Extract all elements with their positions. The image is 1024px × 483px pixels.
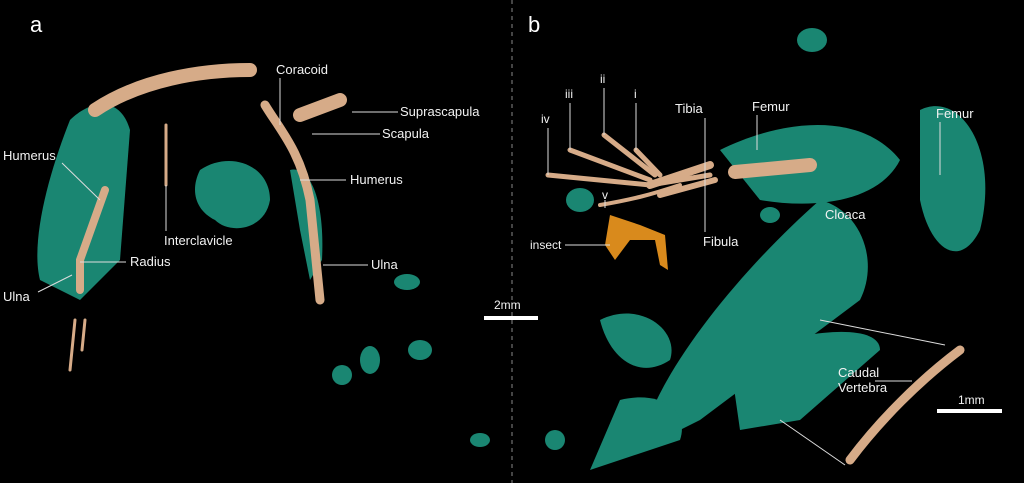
- leader-lines: [37, 78, 946, 466]
- label-digit-i: i: [634, 87, 637, 101]
- label-coracoid: Coracoid: [276, 62, 329, 77]
- scale-bar-label-1mm: 1mm: [958, 393, 985, 407]
- label-tibia: Tibia: [675, 101, 703, 116]
- label-digit-v: v: [602, 188, 608, 202]
- label-ulna-right: Ulna: [371, 257, 398, 272]
- label-digit-iii: iii: [565, 87, 573, 101]
- label-femur-left: Femur: [752, 99, 790, 114]
- scale-bar-2mm: [484, 316, 538, 320]
- label-digit-ii: ii: [600, 72, 606, 86]
- bones-a: [68, 63, 347, 372]
- label-humerus-left: Humerus: [3, 148, 56, 163]
- scale-bar-1mm: [937, 409, 1002, 413]
- panel-label-a: a: [30, 12, 43, 37]
- label-fibula: Fibula: [703, 234, 739, 249]
- label-caudal-vertebra: Caudal Vertebra: [838, 365, 888, 395]
- label-humerus-right: Humerus: [350, 172, 403, 187]
- label-scapula: Scapula: [382, 126, 429, 141]
- panel-label-b: b: [528, 12, 541, 37]
- label-interclavicle: Interclavicle: [164, 233, 233, 248]
- label-radius: Radius: [130, 254, 171, 269]
- soft-tissue-b: [545, 28, 986, 470]
- label-suprascapula: Suprascapula: [400, 104, 480, 119]
- insect-shape: [605, 215, 668, 270]
- label-femur-right: Femur: [936, 106, 974, 121]
- bones-b: [545, 132, 965, 465]
- scale-bar-label-2mm: 2mm: [494, 298, 521, 312]
- soft-tissue-a: [37, 104, 490, 447]
- label-digit-iv: iv: [541, 112, 550, 126]
- label-cloaca: Cloaca: [825, 207, 866, 222]
- label-ulna-left: Ulna: [3, 289, 30, 304]
- label-insect: insect: [530, 238, 562, 252]
